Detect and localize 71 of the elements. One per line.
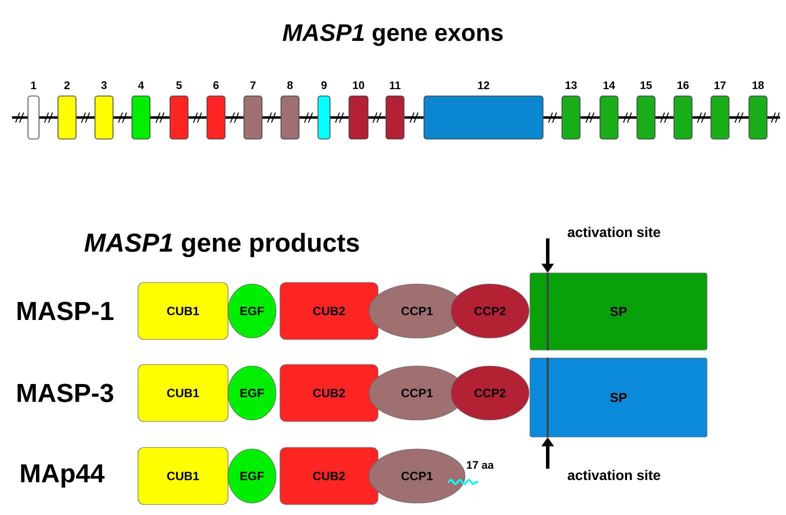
gene-backbone-line bbox=[655, 112, 674, 123]
domain-box: CUB2 bbox=[280, 282, 378, 340]
node-label: 17 bbox=[714, 82, 726, 90]
title: MASP1 gene exons bbox=[282, 24, 503, 46]
gene-backbone-line bbox=[76, 112, 95, 123]
node-label: 16 bbox=[678, 81, 689, 90]
sp-domain-box: SP bbox=[530, 358, 708, 438]
protein-name: MAp44 bbox=[21, 464, 104, 488]
gene-backbone-line bbox=[580, 112, 600, 123]
node-label: 3 bbox=[101, 81, 107, 90]
exon-box: 15 bbox=[636, 81, 656, 140]
exon-box: 14 bbox=[600, 82, 618, 140]
gene-backbone-line bbox=[12, 112, 28, 123]
exon-box: 17 bbox=[710, 82, 730, 140]
node-label: 13 bbox=[566, 81, 577, 90]
section-heading: MASP1 gene products bbox=[84, 232, 359, 258]
domain-box: CUB1 bbox=[138, 364, 228, 422]
gene-backbone-line bbox=[225, 112, 244, 123]
tail-label: 17 aa bbox=[466, 461, 494, 469]
node-label: 12 bbox=[478, 81, 490, 90]
node-label: 9 bbox=[321, 81, 327, 90]
annotation-text: activation site bbox=[568, 226, 660, 238]
exon-box: 12 bbox=[424, 81, 544, 140]
gene-backbone-line bbox=[692, 112, 711, 123]
node-label: 8 bbox=[287, 81, 293, 90]
node-label: 14 bbox=[604, 82, 616, 90]
gene-backbone-line bbox=[543, 112, 562, 123]
exon-box: 6 bbox=[206, 81, 226, 140]
node-label: 5 bbox=[176, 81, 182, 90]
node-label: 15 bbox=[640, 81, 652, 90]
sp-domain-box: SP bbox=[530, 272, 708, 350]
protein-name: MASP-3 bbox=[18, 384, 114, 402]
node-label: 4 bbox=[138, 82, 144, 90]
gene-backbone-line bbox=[368, 112, 386, 123]
gene-backbone-line bbox=[39, 112, 58, 123]
node-label: 11 bbox=[390, 82, 401, 90]
gene-backbone-line bbox=[330, 112, 349, 123]
exon-box: 8 bbox=[280, 81, 300, 140]
exon-box: 1 bbox=[28, 82, 40, 140]
exon-box: 10 bbox=[348, 81, 368, 140]
exon-box: 5 bbox=[170, 81, 188, 140]
protein-name: MASP-1 bbox=[18, 302, 114, 320]
exon-box: 3 bbox=[94, 81, 114, 140]
node-label: 7 bbox=[250, 82, 256, 90]
gene-backbone-line bbox=[188, 112, 207, 123]
exon-box: 4 bbox=[132, 82, 150, 140]
exon-box: 2 bbox=[58, 81, 76, 140]
domain-box: CUB2 bbox=[280, 364, 378, 422]
gene-backbone-line bbox=[299, 112, 318, 123]
exon-box: 16 bbox=[674, 81, 692, 140]
node-label: 10 bbox=[353, 81, 364, 90]
exon-box: 11 bbox=[386, 82, 404, 140]
node-label: 2 bbox=[64, 81, 70, 90]
exon-box: 7 bbox=[244, 82, 262, 140]
gene-backbone-line bbox=[404, 112, 424, 123]
annotation-text: activation site bbox=[568, 470, 660, 480]
gene-backbone-line bbox=[150, 112, 170, 123]
node-label: 1 bbox=[31, 82, 36, 90]
gene-backbone-line bbox=[729, 112, 749, 123]
gene-backbone-line bbox=[618, 112, 637, 123]
domain-box: CUB1 bbox=[138, 282, 228, 340]
domain-box: CUB1 bbox=[138, 447, 228, 505]
gene-backbone-line bbox=[262, 112, 281, 123]
gene-backbone-line bbox=[767, 112, 780, 123]
node-label: 6 bbox=[213, 81, 219, 90]
node-label: 18 bbox=[752, 81, 764, 90]
gene-backbone-line bbox=[113, 112, 132, 123]
exon-box: 13 bbox=[562, 81, 580, 140]
exon-box: 18 bbox=[748, 81, 768, 140]
domain-box: CUB2 bbox=[280, 447, 378, 505]
exon-box: 9 bbox=[318, 81, 330, 140]
